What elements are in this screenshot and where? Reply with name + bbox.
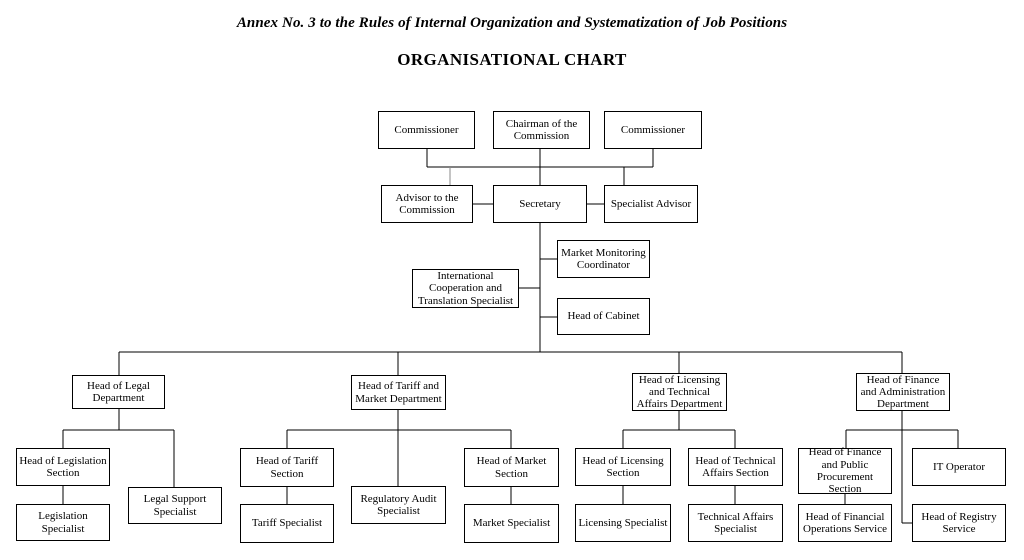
org-node-head-financial-operations-service: Head of Financial Operations Service: [798, 504, 892, 542]
org-node-intl-cooperation-translation: International Cooperation and Translatio…: [412, 269, 519, 308]
org-node-regulatory-audit-specialist: Regulatory Audit Specialist: [351, 486, 446, 524]
org-node-chairman: Chairman of the Commission: [493, 111, 590, 149]
org-node-head-market-section: Head of Market Section: [464, 448, 559, 487]
annex-title: Annex No. 3 to the Rules of Internal Org…: [236, 15, 788, 31]
org-node-legislation-specialist: Legislation Specialist: [16, 504, 110, 541]
org-node-head-of-cabinet: Head of Cabinet: [557, 298, 650, 335]
org-node-market-monitoring-coordinator: Market Monitoring Coordinator: [557, 240, 650, 278]
org-node-head-legislation-section: Head of Legislation Section: [16, 448, 110, 486]
org-node-technical-affairs-specialist: Technical Affairs Specialist: [688, 504, 783, 542]
org-node-head-licensing-technical-department: Head of Licensing and Technical Affairs …: [632, 373, 727, 411]
org-node-advisor-commission: Advisor to the Commission: [381, 185, 473, 223]
org-node-head-licensing-section: Head of Licensing Section: [575, 448, 671, 486]
org-node-licensing-specialist: Licensing Specialist: [575, 504, 671, 542]
org-node-commissioner-right: Commissioner: [604, 111, 702, 149]
org-node-specialist-advisor: Specialist Advisor: [604, 185, 698, 223]
org-node-tariff-specialist: Tariff Specialist: [240, 504, 334, 543]
org-node-head-tariff-market-department: Head of Tariff and Market Department: [351, 375, 446, 410]
org-node-head-finance-admin-department: Head of Finance and Administration Depar…: [856, 373, 950, 411]
org-node-head-legal-department: Head of Legal Department: [72, 375, 165, 409]
chart-title: ORGANISATIONAL CHART: [397, 50, 627, 69]
org-node-commissioner-left: Commissioner: [378, 111, 475, 149]
org-node-head-tariff-section: Head of Tariff Section: [240, 448, 334, 487]
org-node-it-operator: IT Operator: [912, 448, 1006, 486]
org-node-legal-support-specialist: Legal Support Specialist: [128, 487, 222, 524]
org-node-market-specialist: Market Specialist: [464, 504, 559, 543]
org-node-head-registry-service: Head of Registry Service: [912, 504, 1006, 542]
org-node-secretary: Secretary: [493, 185, 587, 223]
org-node-head-technical-affairs-section: Head of Technical Affairs Section: [688, 448, 783, 486]
org-node-head-finance-procurement-section: Head of Finance and Public Procurement S…: [798, 446, 892, 495]
